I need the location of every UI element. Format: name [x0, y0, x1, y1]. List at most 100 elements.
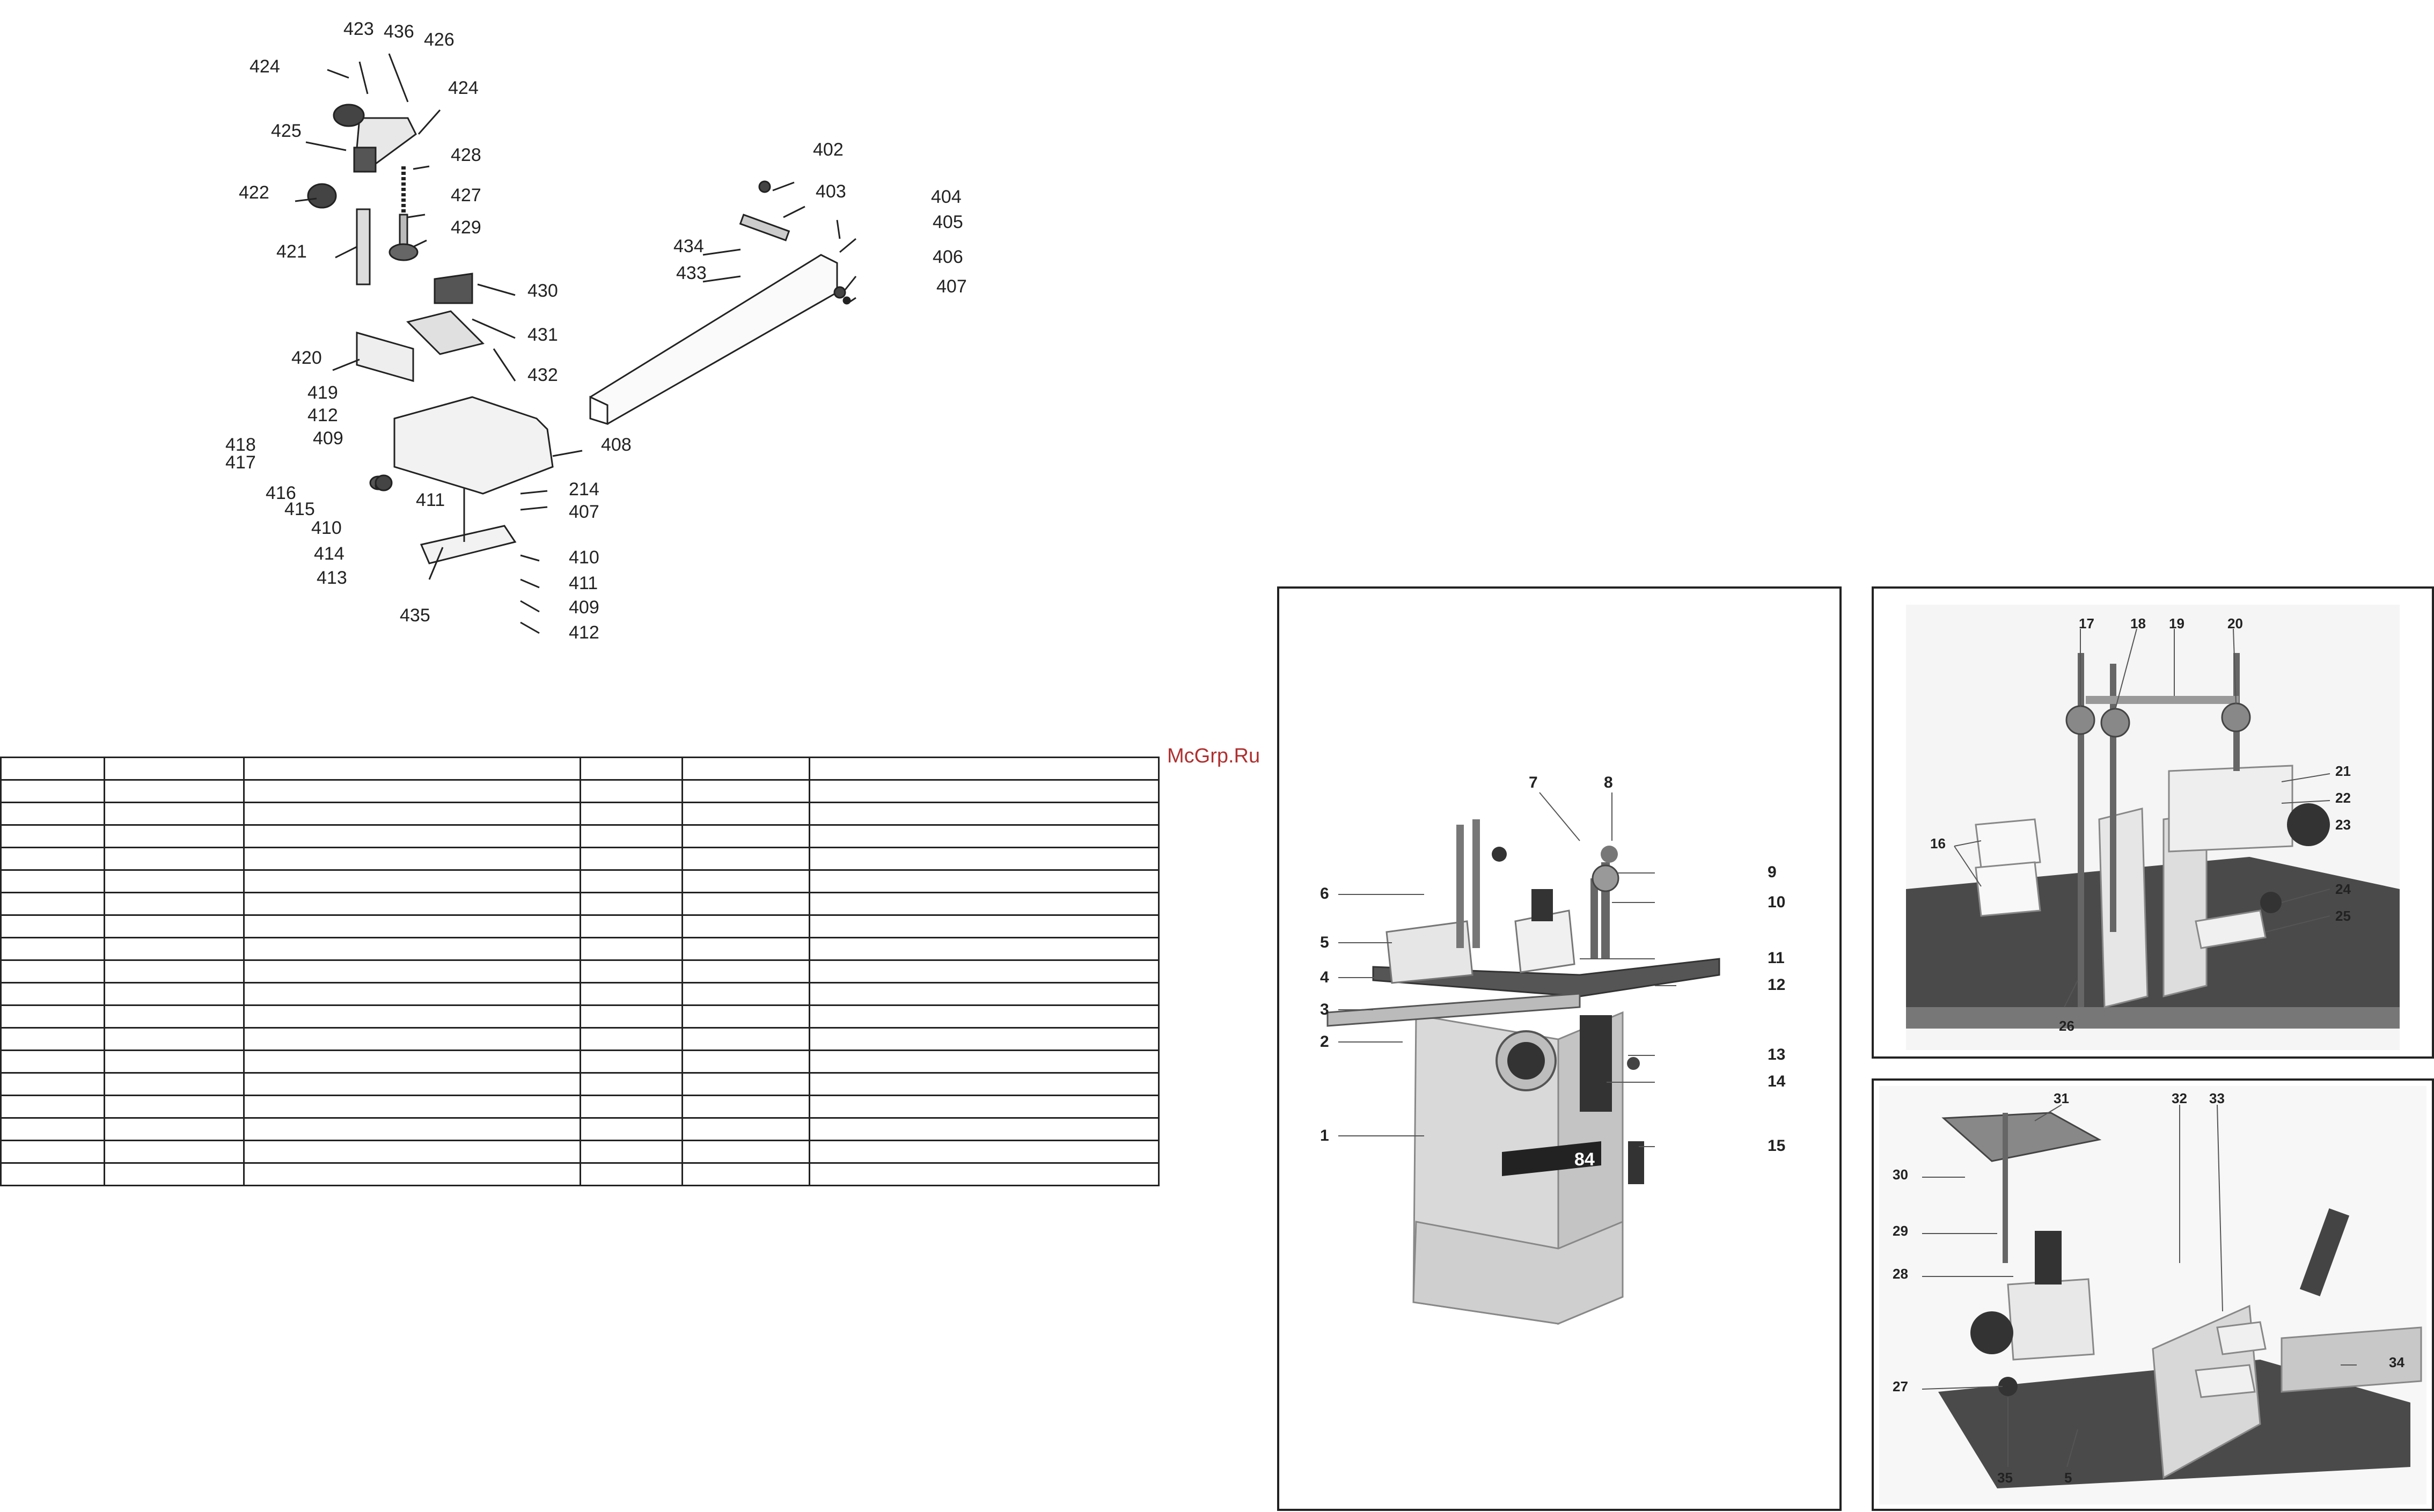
table-row: [0, 959, 1160, 983]
machine-label-3: 3: [1320, 1001, 1329, 1018]
table-cell: [681, 802, 810, 826]
clamp-label-30: 30: [1893, 1166, 1908, 1183]
table-cell: [243, 982, 581, 1006]
table-cell: [243, 779, 581, 803]
fence-label-26: 26: [2059, 1018, 2074, 1034]
fence-label-22: 22: [2335, 790, 2351, 806]
photo-frame-clamp: 31 32 33 30 29 28 34 27 35 5: [1872, 1078, 2434, 1511]
machine-label-10: 10: [1768, 893, 1786, 911]
table-cell: [681, 1004, 810, 1029]
callout-411-top: 411: [416, 490, 445, 510]
table-cell: [0, 1162, 105, 1186]
table-cell: [681, 847, 810, 871]
callout-412-lower: 412: [569, 622, 599, 643]
table-cell: [809, 1140, 1160, 1164]
callout-214: 214: [569, 479, 599, 500]
table-cell: [104, 1140, 245, 1164]
machine-photo: 84: [1326, 792, 1720, 1325]
table-cell: [580, 1072, 683, 1096]
table-cell: [0, 892, 105, 916]
clamp-label-32: 32: [2172, 1090, 2187, 1106]
table-cell: [580, 1162, 683, 1186]
machine-label-1: 1: [1320, 1127, 1329, 1144]
callout-424-top: 424: [250, 56, 280, 77]
table-cell: [104, 1004, 245, 1029]
table-cell: [0, 847, 105, 871]
fence-label-20: 20: [2227, 615, 2243, 632]
clamp-photo: [1879, 1086, 2426, 1504]
machine-label-15: 15: [1768, 1137, 1786, 1155]
callout-429: 429: [451, 217, 481, 238]
table-cell: [0, 937, 105, 961]
table-cell: [681, 892, 810, 916]
table-cell: [809, 1117, 1160, 1141]
table-cell: [681, 757, 810, 781]
table-cell: [580, 1117, 683, 1141]
clamp-label-27: 27: [1893, 1378, 1908, 1394]
table-cell: [104, 869, 245, 893]
table-cell: [104, 1095, 245, 1119]
table-cell: [580, 959, 683, 983]
table-cell: [243, 1072, 581, 1096]
table-cell: [809, 1027, 1160, 1051]
table-cell: [809, 959, 1160, 983]
machine-label-5: 5: [1320, 934, 1329, 951]
table-cell: [243, 1027, 581, 1051]
table-cell: [0, 779, 105, 803]
table-cell: [243, 1004, 581, 1029]
table-cell: [104, 982, 245, 1006]
clamp-label-28: 28: [1893, 1266, 1908, 1282]
table-row: [0, 892, 1160, 916]
table-cell: [104, 1117, 245, 1141]
table-cell: [809, 779, 1160, 803]
table-cell: [104, 802, 245, 826]
table-cell: [104, 824, 245, 848]
machine-label-12: 12: [1768, 976, 1786, 994]
table-row: [0, 869, 1160, 893]
callout-434: 434: [673, 236, 704, 256]
table-cell: [243, 1162, 581, 1186]
table-cell: [0, 982, 105, 1006]
callout-404: 404: [931, 187, 962, 207]
callout-415: 415: [284, 499, 315, 519]
fence-label-23: 23: [2335, 817, 2351, 833]
table-cell: [0, 1140, 105, 1164]
machine-label-4: 4: [1320, 968, 1329, 986]
callout-414: 414: [314, 544, 344, 564]
table-cell: [0, 824, 105, 848]
callout-409-lower: 409: [569, 597, 599, 618]
table-cell: [580, 1140, 683, 1164]
table-cell: [681, 869, 810, 893]
table-cell: [681, 1140, 810, 1164]
table-cell: [104, 892, 245, 916]
fence-label-17: 17: [2079, 615, 2094, 632]
fence-label-21: 21: [2335, 763, 2351, 779]
table-cell: [809, 757, 1160, 781]
table-cell: [104, 914, 245, 938]
photo-frame-machine: 84 7 8 9 10 6 5 11 4 12 3 2 13 14 1 15: [1277, 586, 1842, 1511]
table-cell: [243, 1117, 581, 1141]
table-cell: [104, 847, 245, 871]
table-cell: [580, 1049, 683, 1074]
clamp-label-5: 5: [2064, 1470, 2072, 1486]
callout-431: 431: [527, 325, 558, 345]
table-cell: [243, 892, 581, 916]
table-cell: [809, 1072, 1160, 1096]
callout-412-top: 412: [307, 405, 338, 425]
table-cell: [809, 1004, 1160, 1029]
machine-label-8: 8: [1604, 774, 1613, 791]
table-cell: [0, 1004, 105, 1029]
table-cell: [0, 959, 105, 983]
table-row: [0, 779, 1160, 803]
photo-frame-fence: 17 18 19 20 21 22 23 16 24 25 26: [1872, 586, 2434, 1059]
callout-433: 433: [676, 263, 707, 283]
table-cell: [681, 1095, 810, 1119]
table-cell: [243, 1140, 581, 1164]
callout-410-top: 410: [311, 518, 342, 538]
table-cell: [809, 982, 1160, 1006]
table-cell: [681, 914, 810, 938]
table-cell: [681, 1072, 810, 1096]
table-row: [0, 1072, 1160, 1096]
machine-label-14: 14: [1768, 1073, 1786, 1090]
callout-409-top: 409: [313, 428, 343, 449]
